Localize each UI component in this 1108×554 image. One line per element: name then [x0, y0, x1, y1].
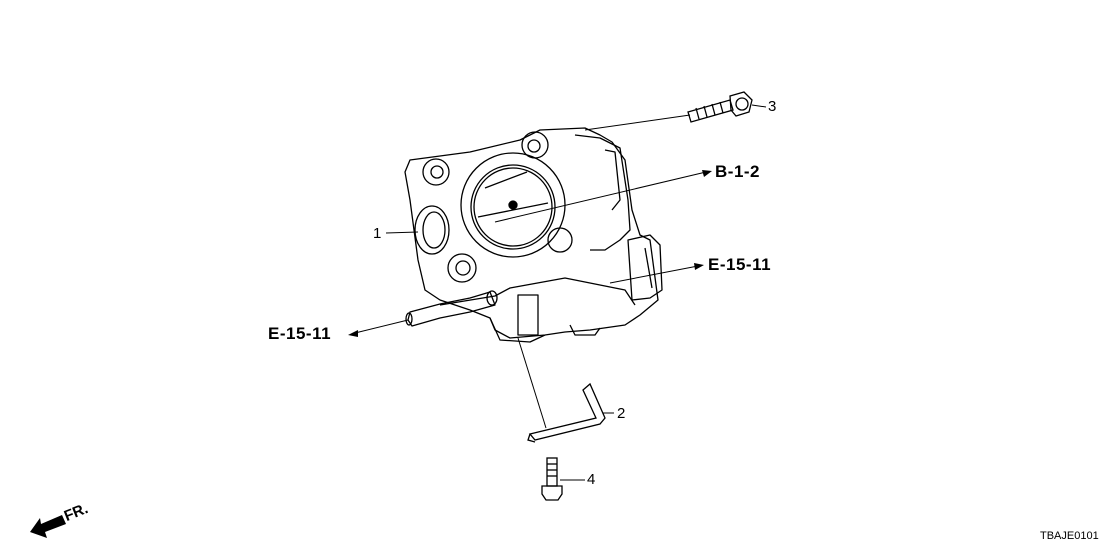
throttle-bore-inner — [470, 164, 556, 250]
electrical-connector — [627, 234, 663, 301]
callout-3[interactable]: 3 — [768, 98, 777, 115]
leader-e-15-11-right — [609, 265, 699, 284]
leader-bracket — [517, 337, 547, 429]
bracket-2 — [527, 382, 606, 443]
leader-3 — [751, 104, 767, 108]
reference-b-1-2[interactable]: B-1-2 — [715, 162, 761, 181]
reference-e-15-11-right[interactable]: E-15-11 — [708, 255, 772, 274]
arrowhead-b-1-2 — [702, 170, 712, 177]
leader-bolt-to-body — [584, 114, 691, 131]
bolt-3 — [687, 91, 753, 123]
callout-2[interactable]: 2 — [617, 405, 626, 422]
arrowhead-e-15-11-left — [348, 330, 358, 337]
throttle-body-housing — [404, 127, 659, 339]
front-arrow-icon — [30, 515, 66, 538]
leader-e-15-11-left — [354, 319, 409, 334]
callout-1[interactable]: 1 — [373, 225, 382, 242]
diagram-code: TBAJE0101 — [1040, 530, 1099, 542]
hose-nipple — [407, 291, 496, 327]
leader-b-1-2 — [494, 171, 707, 223]
arrowhead-e-15-11-right — [694, 263, 704, 270]
leader-1 — [385, 231, 419, 234]
bolt-4 — [541, 457, 563, 501]
reference-e-15-11-left[interactable]: E-15-11 — [268, 324, 332, 343]
callout-4[interactable]: 4 — [587, 471, 596, 488]
